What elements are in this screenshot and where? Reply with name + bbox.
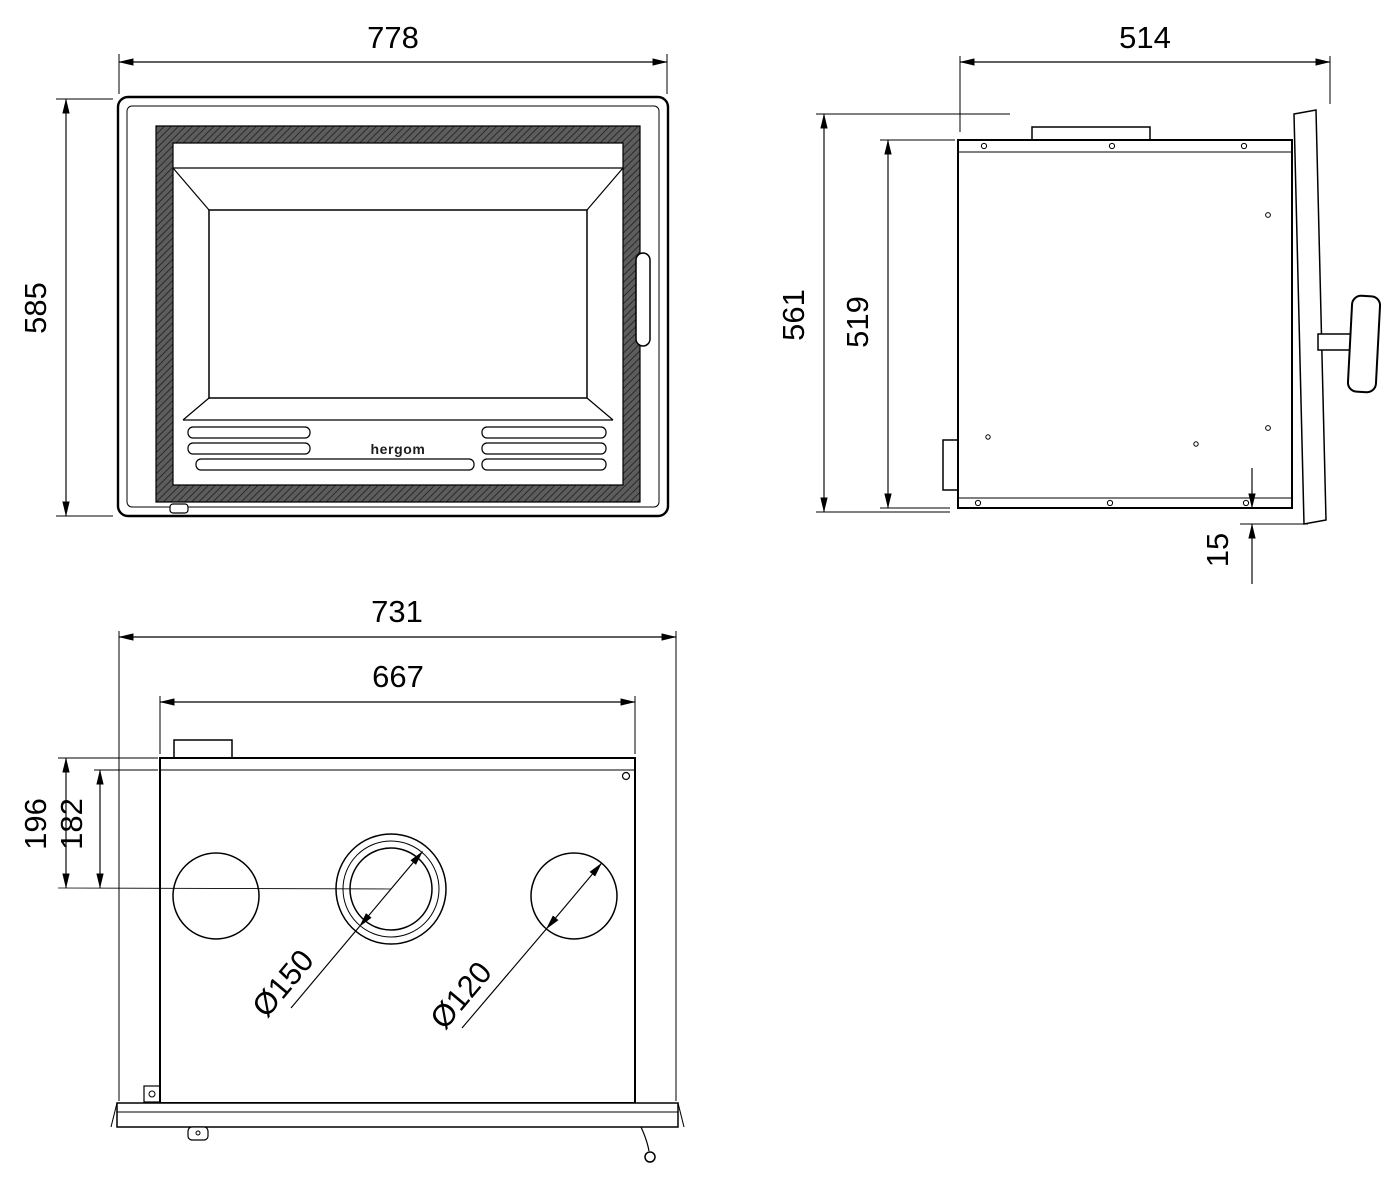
pull-cord xyxy=(640,1126,650,1152)
top-corner-screw xyxy=(621,771,631,781)
side-total-height-label: 561 xyxy=(776,289,811,341)
brand-logo: hergom xyxy=(371,441,426,457)
top-back-tab xyxy=(173,739,233,759)
top-left-opening xyxy=(172,852,260,940)
side-handle-stem xyxy=(1317,333,1353,351)
top-view: 731 667 196 182 xyxy=(18,594,685,1163)
side-top-collar xyxy=(1031,126,1151,141)
side-body-height-label: 519 xyxy=(840,296,875,348)
outlet-diameter-dimension: Ø120 xyxy=(423,862,603,1036)
top-back-offset-inner-dimension: 182 xyxy=(54,769,158,889)
side-bottom-gap-dimension: 15 xyxy=(1200,468,1308,584)
top-right-opening xyxy=(530,852,618,940)
side-body-height-dimension: 519 xyxy=(840,139,955,509)
front-height-label: 585 xyxy=(18,282,53,334)
front-height-dimension: 585 xyxy=(18,98,113,517)
top-flue-collar xyxy=(335,833,447,945)
top-stove-body xyxy=(57,739,636,1104)
side-view: 514 561 519 15 xyxy=(776,20,1382,584)
front-door-handle xyxy=(635,252,651,347)
top-back-offset-outer-dimension: 196 xyxy=(18,757,158,889)
side-bracket xyxy=(942,439,959,491)
side-bottom-gap-label: 15 xyxy=(1200,533,1235,567)
front-bottom-tab xyxy=(169,503,189,514)
top-back-offset-inner-label: 182 xyxy=(54,798,89,850)
outlet-diameter-label: Ø120 xyxy=(423,955,499,1036)
top-total-width-label: 731 xyxy=(371,594,423,629)
side-handle xyxy=(1346,294,1382,394)
top-body-width-label: 667 xyxy=(372,659,424,694)
side-stove-body xyxy=(942,109,1382,525)
side-depth-label: 514 xyxy=(1119,20,1171,55)
front-view: 778 585 xyxy=(18,20,670,518)
top-total-width-dimension: 731 xyxy=(118,594,677,1101)
top-body-width-dimension: 667 xyxy=(159,659,636,754)
front-door-glass xyxy=(208,209,588,399)
side-total-height-dimension: 561 xyxy=(776,113,1010,513)
top-front-lip xyxy=(110,1102,685,1163)
side-depth-dimension: 514 xyxy=(959,20,1331,132)
pull-cord-knob xyxy=(644,1151,656,1163)
front-vent-louvers xyxy=(187,426,607,471)
flue-diameter-dimension: Ø150 xyxy=(245,851,423,1024)
front-door-frame xyxy=(155,125,641,503)
side-door-plate xyxy=(1293,109,1327,525)
top-left-fitting xyxy=(143,1085,161,1103)
top-back-offset-outer-label: 196 xyxy=(18,798,53,850)
lip-tab xyxy=(187,1126,209,1141)
front-width-dimension: 778 xyxy=(118,20,668,94)
front-stove-body: hergom xyxy=(116,95,670,518)
side-rivets xyxy=(974,142,1271,507)
front-width-label: 778 xyxy=(367,20,419,55)
top-centerline xyxy=(57,887,392,890)
flue-diameter-label: Ø150 xyxy=(245,943,321,1024)
